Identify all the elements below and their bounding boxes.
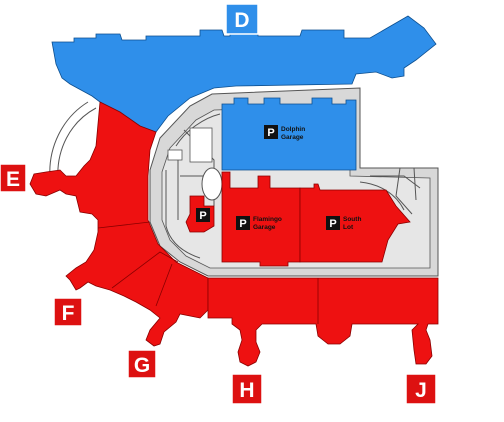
marker-j[interactable]: J: [405, 373, 437, 405]
south-lot-label: P South Lot: [326, 216, 361, 231]
flamingo-garage-label: P Flamingo Garage: [236, 216, 282, 231]
marker-f[interactable]: F: [53, 297, 83, 327]
marker-e[interactable]: E: [0, 163, 27, 193]
south-lot: [299, 183, 411, 263]
parking-icon-letter: P: [267, 127, 274, 139]
marker-g[interactable]: G: [127, 349, 157, 379]
concourse-hj: [207, 277, 439, 367]
flamingo-garage-line2: Garage: [253, 224, 276, 231]
parking-icon-letter: P: [239, 218, 246, 230]
dolphin-garage: [221, 97, 357, 171]
svg-text:J: J: [415, 379, 427, 402]
parking-icon: [196, 208, 210, 222]
parking-icon: [264, 125, 278, 139]
parking-icon: [326, 216, 340, 230]
dolphin-garage-label: P Dolphin Garage: [264, 125, 305, 141]
svg-text:D: D: [234, 9, 249, 32]
svg-text:E: E: [6, 168, 20, 191]
parking-icon-letter: P: [329, 218, 336, 230]
parking-icon-letter: P: [199, 210, 206, 222]
south-lot-line1: South: [343, 216, 361, 223]
svg-text:F: F: [62, 302, 75, 325]
marker-d[interactable]: D: [225, 3, 259, 35]
dolphin-garage-line2: Garage: [281, 134, 304, 141]
marker-h[interactable]: H: [231, 373, 263, 405]
svg-text:H: H: [239, 379, 254, 402]
center-parking: P: [196, 208, 210, 222]
parking-icon: [236, 216, 250, 230]
concourse-efg: [29, 101, 209, 347]
dolphin-garage-line1: Dolphin: [281, 126, 305, 133]
flamingo-garage-line1: Flamingo: [253, 216, 282, 223]
svg-text:G: G: [134, 354, 150, 377]
south-lot-line2: Lot: [343, 224, 354, 231]
